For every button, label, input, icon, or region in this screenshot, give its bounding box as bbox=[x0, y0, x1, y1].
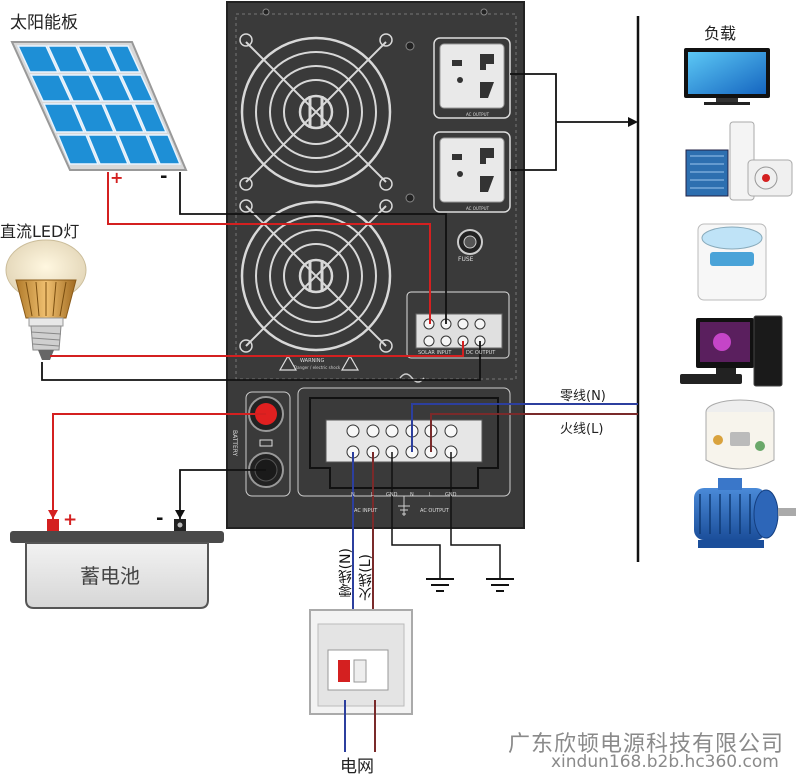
washing-machine-icon bbox=[697, 223, 767, 301]
live-line-label: 火线(L) bbox=[560, 422, 604, 437]
watermark-company: 广东欣顿电源科技有限公司 bbox=[508, 732, 785, 757]
air-conditioner-icon bbox=[685, 121, 793, 201]
warning-sub-label: Danger / electric shock bbox=[294, 365, 341, 370]
ground-wire bbox=[391, 452, 441, 578]
arrow-icon bbox=[175, 510, 185, 519]
rice-cooker-icon bbox=[705, 399, 775, 470]
live-output-wire bbox=[430, 413, 638, 452]
battery-label: 蓄电池 bbox=[80, 564, 140, 588]
neutral-line-label: 零线(N) bbox=[560, 389, 606, 404]
battery-negative-mark: - bbox=[156, 508, 164, 529]
ac-output-socket bbox=[433, 37, 511, 119]
live-vertical-label: 火线(L) bbox=[358, 554, 374, 601]
inverter-cabinet bbox=[226, 1, 525, 529]
arrow-icon bbox=[628, 117, 638, 127]
ground-icon bbox=[398, 496, 410, 516]
solar-negative-mark: - bbox=[160, 166, 168, 187]
fuse-icon bbox=[457, 229, 483, 255]
watermark-url: xindun168.b2b.hc360.com bbox=[551, 752, 779, 772]
fan-icon bbox=[239, 33, 393, 191]
dc-output-label: DC OUTPUT bbox=[466, 350, 496, 356]
neutral-vertical-label: 零线(N) bbox=[338, 548, 354, 598]
socket-1-label: AC OUTPUT bbox=[466, 112, 490, 117]
solar-input-label: SOLAR INPUT bbox=[418, 350, 452, 356]
ac-output-socket bbox=[433, 131, 511, 213]
desktop-computer-icon bbox=[680, 315, 783, 387]
terminal-l1-label: L bbox=[371, 492, 374, 498]
warning-label: WARNING bbox=[300, 358, 325, 364]
solar-negative-wire bbox=[179, 172, 447, 324]
terminal-l2-label: L bbox=[429, 492, 432, 498]
ac-output-label: AC OUTPUT bbox=[420, 508, 449, 514]
ground-icon bbox=[426, 578, 454, 592]
led-positive-wire bbox=[50, 341, 464, 357]
socket-2-label: AC OUTPUT bbox=[466, 206, 490, 211]
solar-panel-icon bbox=[10, 41, 188, 171]
terminal-gnd1-label: GND bbox=[386, 492, 398, 498]
fan-icon bbox=[239, 199, 393, 353]
terminal-n1-label: N bbox=[351, 492, 355, 498]
battery-panel-label: BATTERY bbox=[231, 430, 238, 457]
terminal-gnd2-label: GND bbox=[445, 492, 457, 498]
ac-input-label: AC INPUT bbox=[354, 508, 378, 514]
solar-positive-mark: + bbox=[110, 168, 124, 187]
led-bulb-icon bbox=[5, 239, 87, 360]
fuse-label: FUSE bbox=[458, 256, 474, 263]
load-label: 负载 bbox=[704, 24, 737, 43]
neutral-output-wire bbox=[411, 403, 638, 452]
arrow-icon bbox=[48, 510, 58, 519]
led-negative-wire bbox=[41, 341, 481, 381]
breaker-box-icon bbox=[309, 609, 413, 715]
terminal-n2-label: N bbox=[410, 492, 414, 498]
solar-positive-wire bbox=[107, 172, 431, 324]
battery-icon bbox=[10, 519, 224, 609]
battery-positive-mark: + bbox=[63, 510, 78, 530]
battery-negative-wire bbox=[179, 469, 266, 519]
battery-positive-wire bbox=[52, 413, 266, 519]
warning-icon bbox=[278, 354, 360, 371]
ground-icon bbox=[486, 578, 514, 592]
grid-label: 电网 bbox=[340, 757, 374, 777]
led-lamp-label: 直流LED灯 bbox=[0, 222, 80, 241]
tv-icon bbox=[684, 48, 770, 105]
ground-wire bbox=[450, 452, 501, 578]
solar-panel-label: 太阳能板 bbox=[10, 13, 78, 33]
electric-motor-icon bbox=[694, 478, 796, 548]
